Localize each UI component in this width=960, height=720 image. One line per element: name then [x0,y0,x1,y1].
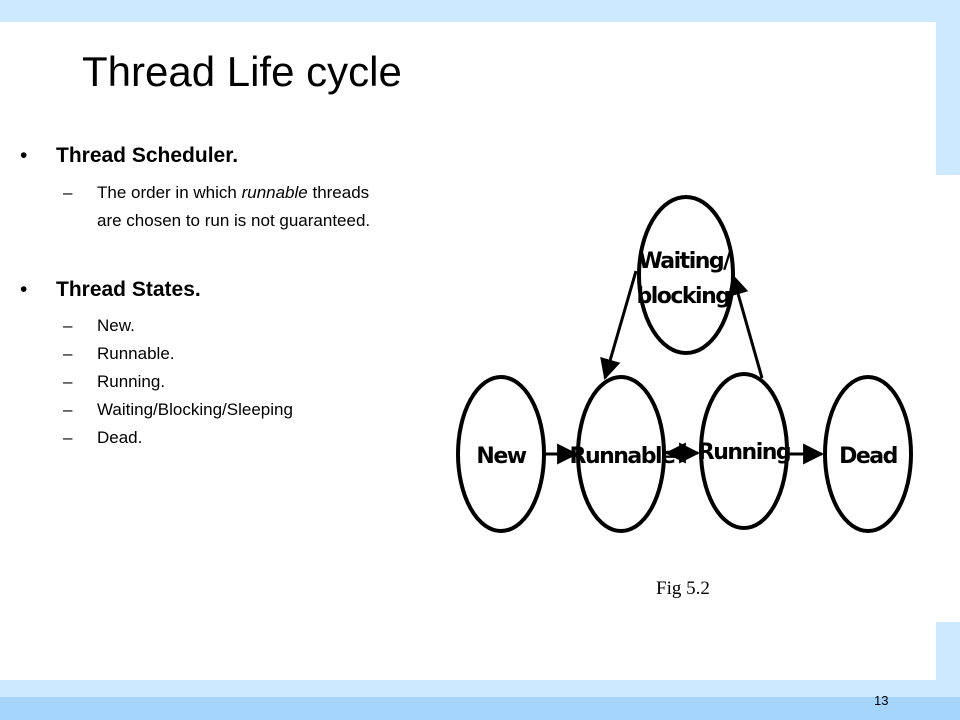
sub-bullet-state: – Running. [63,368,166,396]
sub-bullet-dash: – [63,183,73,202]
state-dead-node [823,375,913,533]
state-new-node [456,375,546,533]
state-waiting-label-line2: blocking [636,284,729,309]
bullet-dot: • [20,144,28,167]
transition-waiting-to-runnable [600,270,638,381]
sub-bullet-state: – New. [63,312,135,340]
sub-bullet-text: Runnable. [97,344,175,363]
sub-bullet-dash: – [63,316,73,335]
bullet-thread-scheduler: • Thread Scheduler. [20,144,239,168]
slide-title: Thread Life cycle [82,48,402,95]
bullet-label: Thread States. [56,278,201,301]
page-number: 13 [874,693,889,708]
state-running-node [699,372,789,530]
bullet-dot: • [20,278,28,301]
slide-frame-bottom-light [0,680,960,697]
bullet-label: Thread Scheduler. [56,144,239,167]
state-runnable-label: Runnable [570,444,676,469]
state-running-label: Running [698,440,790,465]
sub-bullet-text: Dead. [97,428,143,447]
sub-bullet-text: New. [97,316,135,335]
sub-bullet-text: Running. [97,372,166,391]
sub-bullet-dash: – [63,428,73,447]
state-dead-label: Dead [839,444,897,469]
sub-bullet-dash: – [63,372,73,391]
slide-frame-top [0,0,960,22]
sub-bullet-state: – Dead. [63,424,143,452]
sub-bullet-dash: – [63,344,73,363]
slide-frame-bottom-dark [0,697,960,720]
thread-state-diagram: New Runnable Running Dead Waiting/ block… [456,195,913,533]
sub-bullet-dash: – [63,400,73,419]
state-waiting-node [637,195,735,355]
sub-bullet-scheduler-order: – The order in which runnable threads ar… [63,179,397,235]
transition-running-to-waiting [728,273,764,379]
bullet-thread-states: • Thread States. [20,278,201,302]
sub-bullet-text-part: threads are chosen to run is not guarant… [97,183,371,230]
state-new-label: New [476,444,526,469]
sub-bullet-text: Waiting/Blocking/Sleeping [97,400,293,419]
sub-bullet-emphasis: runnable [241,183,308,202]
figure-caption: Fig 5.2 [656,578,710,599]
slide-frame-right-top [936,0,960,175]
sub-bullet-state: – Waiting/Blocking/Sleeping [63,396,293,424]
sub-bullet-state: – Runnable. [63,340,175,368]
state-waiting-label-line1: Waiting/ [638,249,732,274]
sub-bullet-text-part: The order in which [97,183,242,202]
